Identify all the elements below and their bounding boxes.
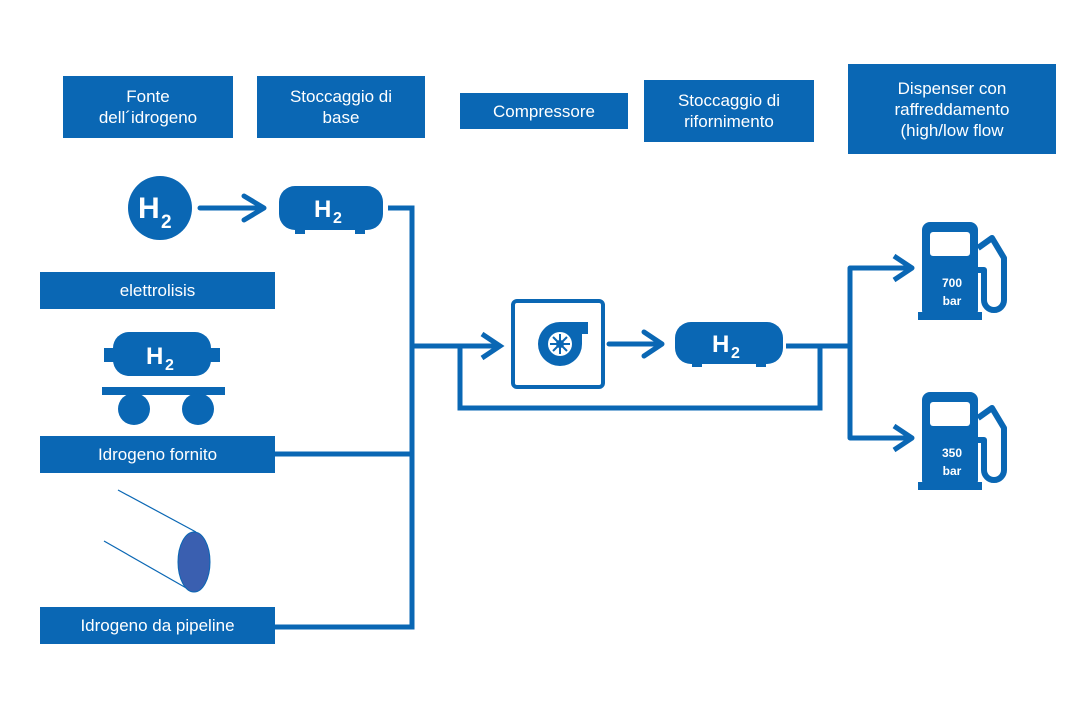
- h2-circle-icon: H 2: [128, 176, 192, 240]
- refuel-tank-symbol: H: [712, 331, 729, 358]
- h2-circle-symbol: H: [138, 192, 160, 225]
- refuel-tank-subscript: 2: [731, 345, 740, 362]
- pump-350-pressure: 350: [942, 446, 962, 460]
- h2-trailer-icon: H 2: [102, 332, 225, 425]
- tank-symbol: H: [314, 196, 331, 223]
- h2-tank-icon-refuel: H 2: [675, 322, 783, 367]
- h2-tank-icon-base: H 2: [279, 186, 383, 234]
- header-hydrogen-source: Fonte dell´idrogeno: [63, 76, 233, 138]
- label-electrolysis: elettrolisis: [40, 272, 275, 309]
- fuel-pump-icon-350: 350 bar: [918, 392, 1007, 490]
- trailer-symbol: H: [146, 343, 163, 370]
- trailer-subscript: 2: [165, 357, 174, 374]
- tank-subscript: 2: [333, 210, 342, 227]
- pump-350-unit: bar: [943, 464, 962, 478]
- label-supplied-hydrogen: Idrogeno fornito: [40, 436, 275, 473]
- h2-circle-subscript: 2: [161, 212, 172, 233]
- arrow-compressor-to-tank: [606, 329, 665, 359]
- label-pipeline-hydrogen: Idrogeno da pipeline: [40, 607, 275, 644]
- compressor-icon: [511, 299, 605, 389]
- dispenser-lines: [786, 253, 915, 453]
- pump-700-pressure: 700: [942, 276, 962, 290]
- supply-lines: [275, 205, 823, 630]
- pipeline-icon: [103, 489, 211, 593]
- fuel-pump-icon-700: 700 bar: [918, 222, 1007, 320]
- header-base-storage: Stoccaggio di base: [257, 76, 425, 138]
- header-refuel-storage: Stoccaggio di rifornimento: [644, 80, 814, 142]
- header-compressor: Compressore: [460, 93, 628, 129]
- header-dispenser: Dispenser con raffreddamento (high/low f…: [848, 64, 1056, 154]
- arrow-source-to-tank: [197, 193, 267, 223]
- pump-700-unit: bar: [943, 294, 962, 308]
